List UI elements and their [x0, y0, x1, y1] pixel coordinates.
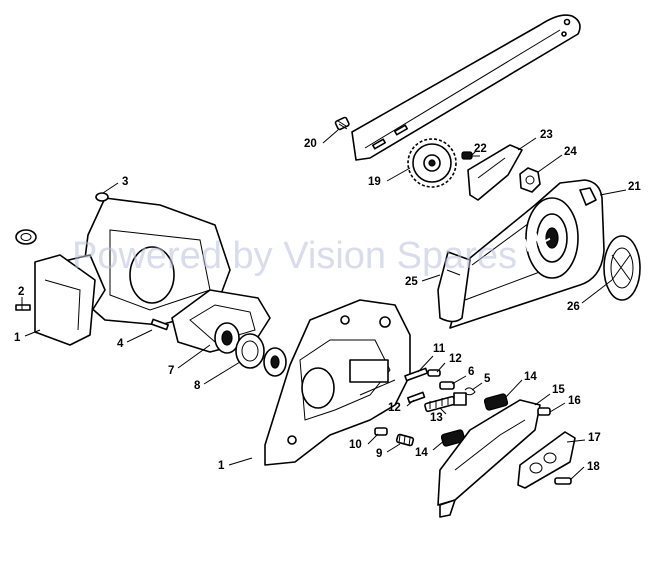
- screw-left: [15, 304, 31, 311]
- clip-5: [464, 387, 476, 396]
- label-7: 7: [168, 365, 174, 377]
- watermark: Powered by Vision Spares: [72, 235, 517, 277]
- seal-ring: [263, 347, 287, 377]
- guard-15: [437, 399, 541, 518]
- label-24: 24: [564, 146, 577, 158]
- label-5: 5: [484, 373, 491, 385]
- bearing-2: [235, 333, 265, 369]
- label-20: 20: [304, 138, 317, 150]
- pin-12b: [406, 391, 426, 404]
- bearing-1: [214, 322, 240, 354]
- sprocket-cover: STIHL: [449, 179, 605, 329]
- spring-pin-11: [404, 367, 429, 382]
- leader-lines: [21, 129, 627, 481]
- label-18: 18: [587, 461, 600, 473]
- label-13: 13: [430, 412, 443, 424]
- pin: [150, 318, 170, 331]
- label-12-bottom: 12: [388, 402, 401, 414]
- small-ring: [15, 229, 37, 245]
- label-26: 26: [567, 301, 580, 313]
- side-plate: [437, 251, 471, 323]
- label-14-bottom: 14: [415, 447, 428, 459]
- clutch-drum-cover: [603, 235, 641, 301]
- bar-stud: [334, 116, 350, 131]
- label-14-top: 14: [524, 371, 537, 383]
- label-10: 10: [349, 439, 362, 451]
- label-17: 17: [588, 432, 601, 444]
- damper-14: [483, 393, 509, 411]
- label-12-top: 12: [449, 353, 462, 365]
- adjuster-13: [424, 392, 467, 413]
- label-15: 15: [552, 384, 565, 396]
- label-9: 9: [376, 448, 382, 460]
- chain-catcher: [467, 144, 523, 201]
- guide-bar: [351, 14, 581, 161]
- label-19: 19: [368, 176, 381, 188]
- collar-nut: [519, 167, 541, 193]
- label-2: 2: [18, 286, 24, 298]
- plug-6: [439, 381, 455, 390]
- label-8: 8: [194, 380, 201, 392]
- screw-10: [374, 427, 388, 436]
- crankcase-main: [264, 299, 411, 466]
- part-numbers: 3 2 1 4 7 8 20 19 22 23 24 21 25 26 11 1…: [14, 129, 641, 473]
- label-1-top: 1: [14, 332, 21, 344]
- label-22: 22: [474, 143, 487, 155]
- label-23: 23: [540, 129, 553, 141]
- label-16: 16: [568, 395, 581, 407]
- screw-top: [95, 192, 109, 202]
- screw-18: [554, 477, 572, 485]
- plate-17: [517, 431, 576, 489]
- label-6: 6: [468, 366, 474, 378]
- label-4: 4: [117, 338, 124, 350]
- label-1-bottom: 1: [218, 460, 225, 472]
- screw-16: [537, 407, 551, 416]
- screw-9: [395, 433, 415, 447]
- damper-14b: [440, 429, 466, 447]
- sprocket: [407, 138, 457, 188]
- label-3: 3: [122, 176, 128, 188]
- label-25: 25: [405, 276, 418, 288]
- label-11: 11: [433, 343, 446, 355]
- label-21: 21: [628, 181, 641, 193]
